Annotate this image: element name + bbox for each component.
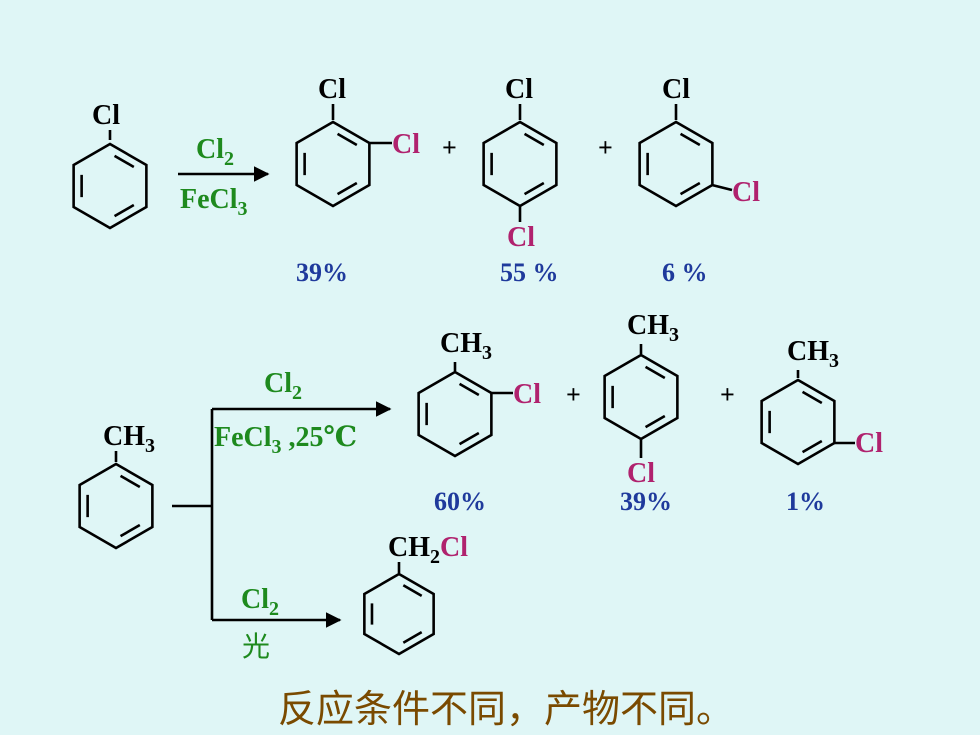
benzene-ring bbox=[760, 378, 836, 466]
reagent-light: 光 bbox=[242, 630, 270, 663]
reaction-2: CH3 Cl2 FeCl3 ,25℃ CH3 Cl 60% + CH3 bbox=[78, 310, 883, 663]
double-bond bbox=[113, 154, 135, 169]
yield-para: 55 % bbox=[500, 258, 559, 287]
ring-outline bbox=[417, 370, 493, 458]
product-ch3-label: CH3 bbox=[440, 328, 492, 364]
branch-arrows bbox=[172, 401, 392, 628]
benzene-ring bbox=[78, 462, 154, 550]
ring-outline bbox=[295, 120, 371, 208]
yield-ortho: 60% bbox=[434, 487, 486, 516]
yield-meta: 6 % bbox=[662, 258, 708, 287]
plus-sign: + bbox=[442, 133, 457, 162]
reaction-1-arrow: Cl2 FeCl3 bbox=[178, 134, 270, 220]
ortho-chlorotoluene: CH3 Cl 60% bbox=[417, 328, 541, 516]
double-bond bbox=[801, 390, 823, 405]
reagent-cl2-light: Cl2 bbox=[241, 584, 279, 620]
double-bond bbox=[113, 203, 135, 218]
double-bond bbox=[644, 365, 666, 380]
benzene-ring bbox=[363, 572, 435, 656]
double-bond bbox=[458, 431, 480, 446]
product-bottom-cl: Cl bbox=[627, 458, 655, 489]
product-side-cl: Cl bbox=[513, 379, 541, 410]
reagent-cl2: Cl2 bbox=[264, 368, 302, 404]
double-bond bbox=[458, 382, 480, 397]
ring-outline bbox=[72, 142, 148, 230]
product-ch3-label: CH3 bbox=[627, 310, 679, 346]
double-bond bbox=[402, 630, 423, 644]
benzene-ring bbox=[482, 120, 558, 208]
reagent-fecl3-25c: FeCl3 ,25℃ bbox=[214, 422, 357, 458]
reactant-ch3-label: CH3 bbox=[103, 421, 155, 457]
chlorobenzene-reactant: Cl bbox=[72, 100, 148, 230]
para-dichlorobenzene: Cl Cl 55 % bbox=[482, 74, 559, 287]
ring-outline bbox=[482, 120, 558, 208]
benzene-ring bbox=[72, 142, 148, 230]
plus-sign: + bbox=[720, 380, 735, 409]
para-chlorotoluene: CH3 Cl 39% bbox=[603, 310, 679, 516]
double-bond bbox=[679, 181, 701, 196]
benzene-ring bbox=[417, 370, 493, 458]
conclusion-text: 反应条件不同，产物不同。 bbox=[278, 687, 734, 731]
reaction-1: Cl Cl2 FeCl3 Cl Cl 39% + Cl Cl 55 % bbox=[72, 74, 760, 287]
benzyl-chloride: CH2Cl bbox=[363, 532, 468, 656]
ring-outline bbox=[760, 378, 836, 466]
benzene-ring bbox=[603, 353, 679, 441]
yield-meta: 1% bbox=[786, 487, 825, 516]
reagent-cl2: Cl2 bbox=[196, 134, 234, 170]
double-bond bbox=[119, 523, 141, 538]
reactant-cl-label: Cl bbox=[92, 100, 120, 131]
product-side-cl: Cl bbox=[855, 428, 883, 459]
meta-chlorotoluene: CH3 Cl 1% bbox=[760, 336, 883, 516]
reagent-fecl3: FeCl3 bbox=[180, 184, 248, 220]
double-bond bbox=[119, 474, 141, 489]
product-top-cl: Cl bbox=[662, 74, 690, 105]
ring-outline bbox=[638, 120, 714, 208]
meta-dichlorobenzene: Cl Cl 6 % bbox=[638, 74, 760, 287]
yield-para: 39% bbox=[620, 487, 672, 516]
reaction-3: Cl2 光 CH2Cl bbox=[241, 532, 468, 663]
double-bond bbox=[644, 414, 666, 429]
ortho-dichlorobenzene: Cl Cl 39% bbox=[295, 74, 420, 287]
benzene-ring bbox=[638, 120, 714, 208]
double-bond bbox=[402, 584, 423, 598]
product-ch2cl-label: CH2Cl bbox=[388, 532, 468, 568]
plus-sign: + bbox=[566, 380, 581, 409]
yield-ortho: 39% bbox=[296, 258, 348, 287]
double-bond bbox=[523, 181, 545, 196]
double-bond bbox=[336, 132, 358, 147]
double-bond bbox=[336, 181, 358, 196]
double-bond bbox=[801, 439, 823, 454]
product-bottom-cl: Cl bbox=[507, 222, 535, 253]
plus-sign: + bbox=[598, 133, 613, 162]
product-top-cl: Cl bbox=[505, 74, 533, 105]
ring-outline bbox=[78, 462, 154, 550]
product-side-cl: Cl bbox=[392, 129, 420, 160]
double-bond bbox=[523, 132, 545, 147]
benzene-ring bbox=[295, 120, 371, 208]
product-ch3-label: CH3 bbox=[787, 336, 839, 372]
product-side-cl: Cl bbox=[732, 177, 760, 208]
ring-outline bbox=[363, 572, 435, 656]
toluene-reactant: CH3 bbox=[78, 421, 155, 550]
product-top-cl: Cl bbox=[318, 74, 346, 105]
ring-outline bbox=[603, 353, 679, 441]
double-bond bbox=[679, 132, 701, 147]
